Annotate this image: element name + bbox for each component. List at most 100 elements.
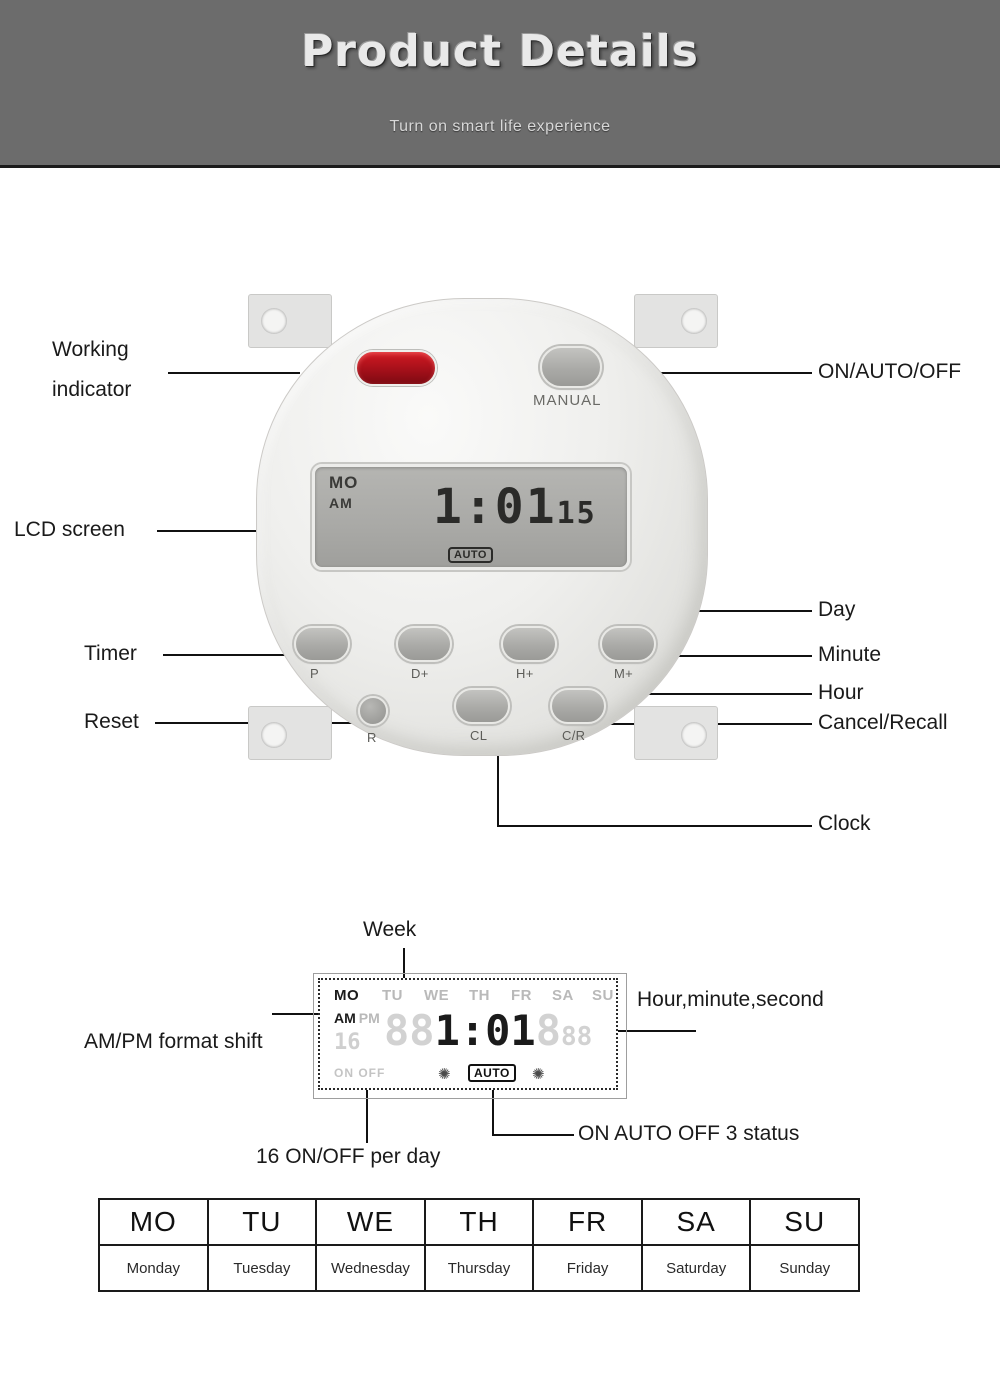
- lcd-schematic-outer-frame: [313, 973, 627, 1099]
- lcd-time-value: 1:01: [433, 479, 557, 535]
- table-full-friday: Friday: [566, 1259, 609, 1277]
- table-abbr-we: WE: [317, 1200, 424, 1246]
- mounting-tab-bottom-left: [248, 706, 332, 760]
- callout-lcd-screen: LCD screen: [14, 518, 125, 541]
- table-column-monday: MO Monday: [100, 1200, 209, 1290]
- lcd-digit-main: 1:01: [434, 1006, 536, 1055]
- lcd-digit-ghost-right: 8: [535, 1006, 562, 1055]
- lcd-day-fr: FR: [511, 987, 532, 1004]
- timer-button[interactable]: [294, 626, 350, 662]
- clock-button[interactable]: [454, 688, 510, 724]
- clock-button-label: CL: [470, 728, 488, 743]
- table-column-thursday: TH Thursday: [425, 1200, 535, 1290]
- lcd-ampm: AM: [329, 495, 353, 511]
- minute-button[interactable]: [600, 626, 656, 662]
- table-abbr-th: TH: [425, 1200, 533, 1246]
- lcd-weekday-row: MO TU WE TH FR SA SU: [334, 987, 613, 1007]
- lcd-am-label: AM: [334, 1010, 356, 1026]
- leader-lcd-screen: [157, 530, 313, 532]
- table-full-wednesday: Wednesday: [330, 1259, 410, 1277]
- leader-on-auto-off-3-status-vertical: [492, 1080, 494, 1134]
- manual-button-label: MANUAL: [533, 392, 602, 409]
- lcd-auto-badge: AUTO: [448, 547, 493, 563]
- sun-icon-left: ✺: [438, 1066, 451, 1083]
- leader-on-auto-off-3-status-horizontal: [492, 1134, 574, 1136]
- leader-minute: [660, 655, 812, 657]
- lcd-weekday: MO: [329, 473, 359, 492]
- lcd-on-off-indicator: ON OFF: [334, 1066, 386, 1080]
- lcd-status-row: ON OFF ✺ AUTO ✺: [320, 1064, 620, 1088]
- mounting-tab-top-right: [634, 294, 718, 348]
- lcd-time-digits: 881:01888: [384, 1010, 592, 1052]
- leader-working-indicator: [168, 372, 300, 374]
- page-subtitle: Turn on smart life experience: [389, 118, 611, 135]
- mounting-tab-top-left: [248, 294, 332, 348]
- cancel-recall-button[interactable]: [550, 688, 606, 724]
- leader-clock-vertical: [497, 718, 499, 825]
- table-abbr-sa: SA: [642, 1200, 750, 1246]
- leader-timer: [163, 654, 315, 656]
- lcd-day-su: SU: [592, 987, 614, 1004]
- table-column-wednesday: WE Wednesday: [317, 1200, 426, 1290]
- table-column-saturday: SA Saturday: [642, 1200, 752, 1290]
- callout-cancel-recall: Cancel/Recall: [818, 711, 948, 734]
- leader-on-auto-off: [600, 372, 812, 374]
- callout-on-auto-off-3-status: ON AUTO OFF 3 status: [578, 1122, 800, 1145]
- callout-16-on-off-per-day: 16 ON/OFF per day: [256, 1145, 441, 1168]
- lcd-program-counter: 16: [334, 1030, 361, 1055]
- table-full-sunday: Sunday: [779, 1259, 831, 1277]
- page-title: Product Details: [301, 26, 699, 77]
- table-full-saturday: Saturday: [666, 1259, 727, 1277]
- table-abbr-su: SU: [751, 1200, 859, 1246]
- lcd-auto-status-badge: AUTO: [468, 1064, 516, 1082]
- working-indicator-led: [355, 350, 437, 386]
- callout-timer: Timer: [84, 642, 137, 665]
- screw-hole-top-right: [681, 308, 707, 334]
- table-full-thursday: Thursday: [447, 1259, 511, 1277]
- callout-minute: Minute: [818, 643, 882, 666]
- callout-on-auto-off: ON/AUTO/OFF: [818, 360, 962, 383]
- table-abbr-tu: TU: [208, 1200, 316, 1246]
- callout-week: Week: [363, 918, 417, 941]
- table-abbr-mo: MO: [100, 1200, 207, 1246]
- table-column-tuesday: TU Tuesday: [208, 1200, 318, 1290]
- lcd-digit-ghost-left: 88: [384, 1006, 435, 1055]
- leader-clock-horizontal: [497, 825, 812, 827]
- screw-hole-top-left: [261, 308, 287, 334]
- lcd-day-sa: SA: [552, 987, 574, 1004]
- lcd-screen: MO AM 1:0115 AUTO: [312, 464, 630, 570]
- table-column-sunday: SU Sunday: [751, 1200, 859, 1290]
- leader-hour-minute-second: [588, 1030, 696, 1032]
- hour-button-label: H+: [516, 666, 534, 681]
- table-abbr-fr: FR: [534, 1200, 641, 1246]
- reset-button[interactable]: [358, 696, 388, 726]
- manual-button[interactable]: [540, 346, 602, 388]
- leader-week: [403, 948, 405, 981]
- leader-hour-horizontal: [527, 693, 812, 695]
- sun-icon-right: ✺: [532, 1066, 545, 1083]
- screw-hole-bottom-right: [681, 722, 707, 748]
- day-button[interactable]: [396, 626, 452, 662]
- callout-working-indicator-line2: indicator: [52, 378, 132, 401]
- screw-hole-bottom-left: [261, 722, 287, 748]
- lcd-digit-seconds: 88: [561, 1022, 593, 1052]
- table-full-tuesday: Tuesday: [233, 1259, 291, 1277]
- callout-clock: Clock: [818, 812, 871, 835]
- page-header: Product Details Turn on smart life exper…: [0, 0, 1000, 168]
- lcd-time: 1:0115: [433, 483, 597, 531]
- callout-ampm-format-shift: AM/PM format shift: [84, 1030, 263, 1053]
- callout-day: Day: [818, 598, 856, 621]
- hour-button[interactable]: [501, 626, 557, 662]
- table-column-friday: FR Friday: [534, 1200, 643, 1290]
- callout-reset: Reset: [84, 710, 139, 733]
- table-full-monday: Monday: [126, 1259, 180, 1277]
- weekday-abbreviation-table: MO Monday TU Tuesday WE Wednesday TH Thu…: [98, 1198, 860, 1292]
- callout-working-indicator-line1: Working: [52, 338, 129, 361]
- mounting-tab-bottom-right: [634, 706, 718, 760]
- lcd-day-tu: TU: [382, 987, 403, 1004]
- lcd-seconds-value: 15: [556, 496, 597, 531]
- lcd-day-mo: MO: [334, 987, 360, 1004]
